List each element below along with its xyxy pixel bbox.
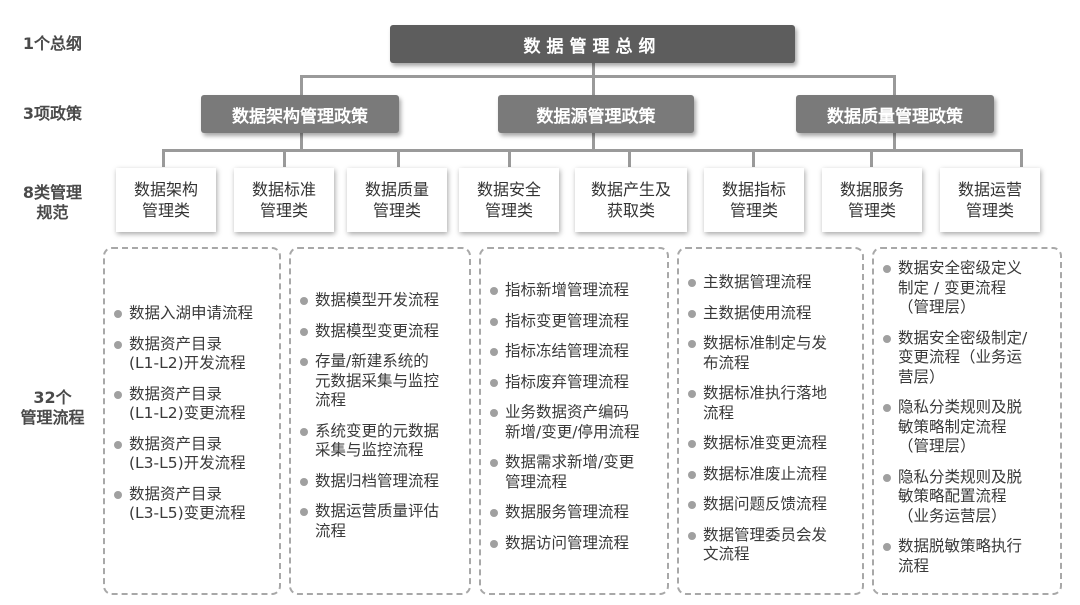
category-label: 数据标准 管理类	[251, 180, 316, 220]
category-service: 数据服务 管理类	[822, 168, 922, 232]
policy-quality: 数据质量管理政策	[796, 95, 994, 133]
process-item: 系统变更的元数据 采集与监控流程	[295, 422, 465, 461]
row-label-norms: 8类管理 规范	[22, 183, 83, 222]
process-item: 隐私分类规则及脱 敏策略制定流程 （管理层）	[878, 398, 1056, 457]
policy-label: 数据架构管理政策	[232, 106, 368, 127]
category-standard: 数据标准 管理类	[234, 168, 334, 232]
process-item: 指标冻结管理流程	[485, 342, 663, 362]
process-item: 隐私分类规则及脱 敏策略配置流程 （业务运营层）	[878, 468, 1056, 527]
process-item: 数据访问管理流程	[485, 534, 663, 554]
process-item: 数据标准制定与发 布流程	[683, 334, 858, 373]
category-label: 数据质量 管理类	[364, 180, 429, 220]
process-item: 数据服务管理流程	[485, 503, 663, 523]
process-item: 指标废弃管理流程	[485, 373, 663, 393]
category-label: 数据架构 管理类	[133, 180, 198, 220]
category-quality: 数据质量 管理类	[347, 168, 447, 232]
process-item: 业务数据资产编码 新增/变更/停用流程	[485, 403, 663, 442]
process-item: 数据模型开发流程	[295, 291, 465, 311]
process-item: 数据归档管理流程	[295, 472, 465, 492]
process-group-3: 指标新增管理流程 指标变更管理流程 指标冻结管理流程 指标废弃管理流程 业务数据…	[479, 247, 669, 595]
category-label: 数据产生及 获取类	[590, 180, 671, 220]
process-item: 数据脱敏策略执行 流程	[878, 537, 1056, 576]
policy-label: 数据源管理政策	[536, 106, 656, 127]
process-item: 数据标准废止流程	[683, 465, 858, 485]
process-item: 数据安全密级定义 制定 / 变更流程 （管理层）	[878, 259, 1056, 318]
policy-source: 数据源管理政策	[498, 95, 694, 133]
category-operation: 数据运营 管理类	[940, 168, 1040, 232]
process-item: 数据资产目录 (L3-L5)变更流程	[109, 485, 273, 524]
process-item: 指标新增管理流程	[485, 281, 663, 301]
row-label-processes: 32个 管理流程	[20, 388, 85, 427]
row-label-policies: 3项政策	[22, 104, 83, 123]
process-item: 数据标准执行落地 流程	[683, 384, 858, 423]
process-group-5: 数据安全密级定义 制定 / 变更流程 （管理层） 数据安全密级制定/ 变更流程（…	[872, 247, 1062, 595]
category-architecture: 数据架构 管理类	[116, 168, 216, 232]
category-label: 数据安全 管理类	[476, 180, 541, 220]
category-label: 数据服务 管理类	[839, 180, 904, 220]
category-label: 数据运营 管理类	[957, 180, 1022, 220]
category-generation: 数据产生及 获取类	[575, 168, 687, 232]
process-item: 数据资产目录 (L3-L5)开发流程	[109, 435, 273, 474]
process-item: 数据入湖申请流程	[109, 304, 273, 324]
process-group-2: 数据模型开发流程 数据模型变更流程 存量/新建系统的 元数据采集与监控 流程 系…	[289, 247, 471, 595]
row-label-general: 1个总纲	[22, 34, 83, 53]
process-item: 数据安全密级制定/ 变更流程（业务运 营层）	[878, 329, 1056, 388]
policy-architecture: 数据架构管理政策	[201, 95, 399, 133]
category-indicator: 数据指标 管理类	[704, 168, 804, 232]
process-item: 数据资产目录 (L1-L2)变更流程	[109, 385, 273, 424]
process-item: 指标变更管理流程	[485, 312, 663, 332]
process-item: 数据运营质量评估 流程	[295, 502, 465, 541]
process-group-4: 主数据管理流程 主数据使用流程 数据标准制定与发 布流程 数据标准执行落地 流程…	[677, 247, 864, 595]
process-item: 主数据使用流程	[683, 304, 858, 324]
process-item: 主数据管理流程	[683, 273, 858, 293]
process-item: 数据管理委员会发 文流程	[683, 526, 858, 565]
process-item: 数据问题反馈流程	[683, 495, 858, 515]
policy-label: 数据质量管理政策	[827, 106, 963, 127]
process-item: 数据模型变更流程	[295, 322, 465, 342]
process-item: 数据资产目录 (L1-L2)开发流程	[109, 335, 273, 374]
general-outline-label: 数据管理总纲	[523, 36, 662, 57]
process-group-1: 数据入湖申请流程 数据资产目录 (L1-L2)开发流程 数据资产目录 (L1-L…	[103, 247, 281, 595]
process-item: 数据标准变更流程	[683, 434, 858, 454]
category-label: 数据指标 管理类	[721, 180, 786, 220]
general-outline-bar: 数据管理总纲	[390, 25, 795, 63]
process-item: 数据需求新增/变更 管理流程	[485, 453, 663, 492]
category-security: 数据安全 管理类	[459, 168, 559, 232]
process-item: 存量/新建系统的 元数据采集与监控 流程	[295, 352, 465, 411]
